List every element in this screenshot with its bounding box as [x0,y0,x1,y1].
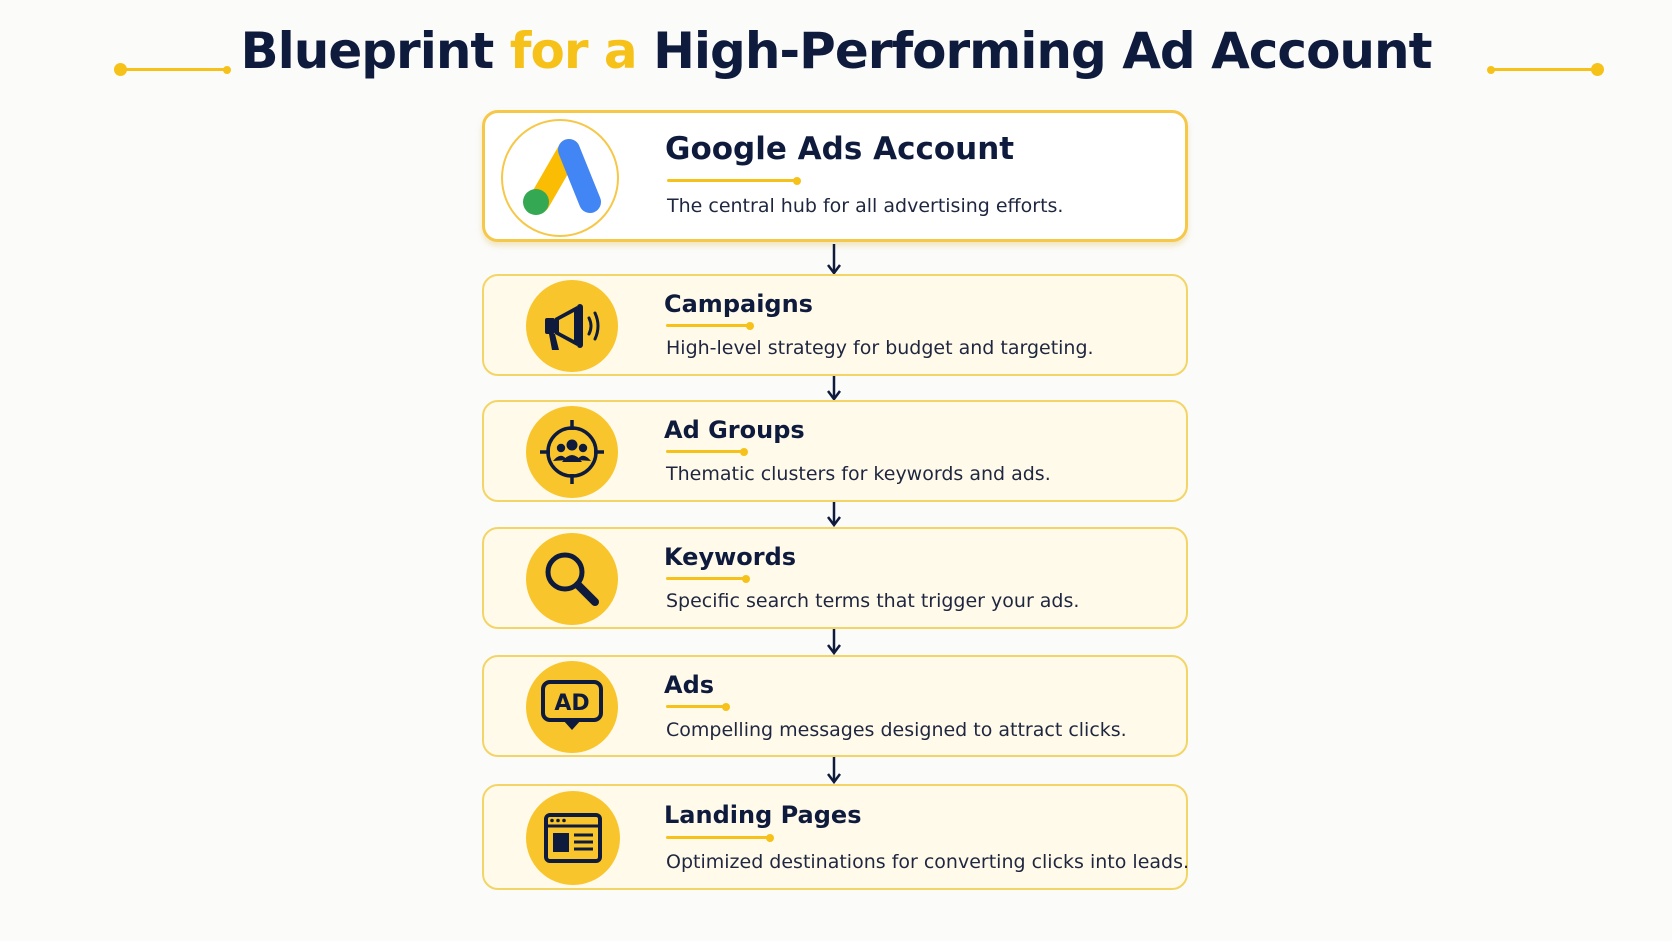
title-part-1: Blueprint [240,22,510,80]
title-underline [666,574,750,583]
card-description: Specific search terms that trigger your … [666,590,1080,612]
title-underline [667,176,801,185]
card-description: The central hub for all advertising effo… [667,195,1064,217]
title-row: Blueprint for a High-Performing Ad Accou… [0,18,1672,88]
card-campaigns: Campaigns High-level strategy for budget… [482,274,1188,376]
card-google-ads-account: Google Ads Account The central hub for a… [482,110,1188,242]
decor-dot [1487,65,1495,74]
flow-arrow [827,502,841,528]
card-ads: AD Ads Compelling messages designed to a… [482,655,1188,757]
title-underline [666,702,730,711]
card-description: Thematic clusters for keywords and ads. [666,463,1051,485]
google-ads-logo-icon [501,119,619,237]
flow-arrow [827,376,841,402]
title-part-accent: for a [509,22,638,80]
title-underline [666,321,754,330]
card-title: Landing Pages [664,801,862,829]
title-underline [666,833,774,842]
card-description: High-level strategy for budget and targe… [666,337,1094,359]
flow-arrow [827,629,841,656]
card-title: Campaigns [664,290,813,318]
card-title: Google Ads Account [665,131,1015,167]
card-title: Ad Groups [664,416,805,444]
card-description: Compelling messages designed to attract … [666,719,1127,741]
decor-dot [223,65,231,74]
title-part-3: High-Performing Ad Account [636,22,1432,80]
card-ad-groups: Ad Groups Thematic clusters for keywords… [482,400,1188,502]
target-group-icon [526,406,618,498]
megaphone-icon [526,280,618,372]
browser-page-icon [526,791,620,885]
title-decor-left [114,63,231,76]
ad-badge-icon: AD [526,661,618,753]
decor-dot [1591,63,1604,76]
flow-arrow [827,757,841,785]
flow-arrow [827,244,841,276]
ad-badge-text: AD [554,691,589,716]
decor-dot [114,63,127,76]
card-title: Ads [664,671,715,699]
title-decor-right [1487,63,1604,76]
page-title: Blueprint for a High-Performing Ad Accou… [0,18,1672,84]
title-underline [666,447,748,456]
magnifier-icon [526,533,618,625]
card-description: Optimized destinations for converting cl… [666,851,1190,873]
card-landing-pages: Landing Pages Optimized destinations for… [482,784,1190,890]
card-keywords: Keywords Specific search terms that trig… [482,527,1188,629]
card-title: Keywords [664,543,797,571]
